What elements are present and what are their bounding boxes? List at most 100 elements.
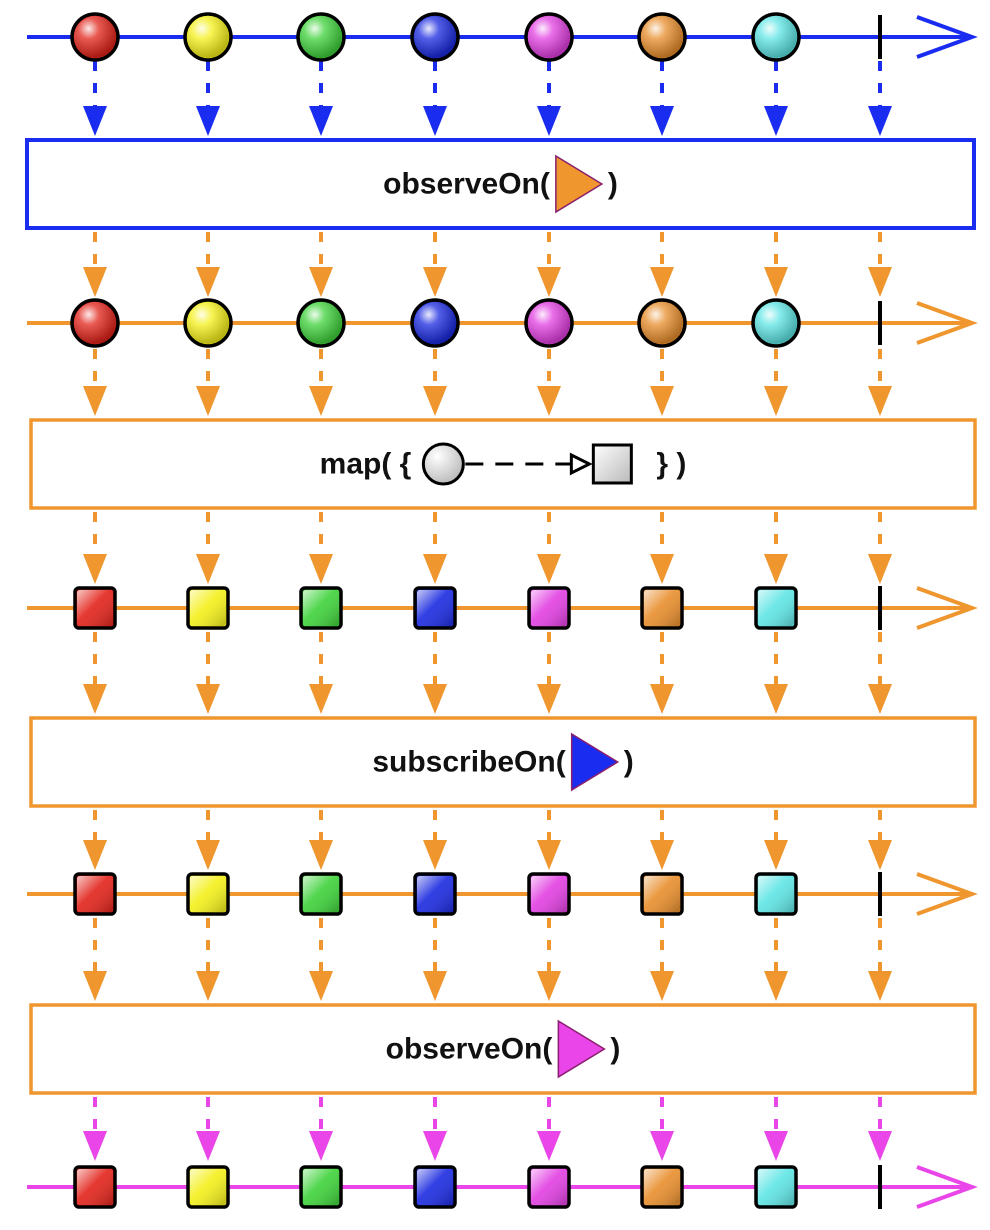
timeline-layer bbox=[27, 12, 978, 1209]
connector-arrow bbox=[423, 1097, 447, 1161]
connector-arrow bbox=[423, 632, 447, 714]
connector-arrow bbox=[423, 61, 447, 136]
connector-arrow bbox=[764, 1097, 788, 1161]
connector-arrow bbox=[764, 632, 788, 714]
connector-arrow bbox=[650, 512, 674, 584]
connector-arrow bbox=[764, 349, 788, 416]
timeline-after-subscribeOn bbox=[27, 872, 978, 916]
square-cyan bbox=[754, 872, 798, 916]
marble-red bbox=[70, 12, 120, 62]
marble-cyan bbox=[751, 12, 801, 62]
connector-arrow bbox=[650, 1097, 674, 1161]
connector-arrow bbox=[868, 632, 892, 714]
operator-box-observeOn-1: observeOn() bbox=[25, 138, 976, 230]
connector-arrow bbox=[537, 632, 561, 714]
connector-arrow bbox=[196, 918, 220, 1001]
square-cyan bbox=[754, 586, 798, 630]
connector-arrow bbox=[83, 232, 107, 297]
marble-green bbox=[296, 298, 346, 348]
timeline-source bbox=[27, 12, 978, 62]
square-magenta bbox=[527, 872, 571, 916]
operator-box-observeOn-2: observeOn() bbox=[29, 1003, 977, 1095]
connector-arrow bbox=[537, 810, 561, 870]
connector-arrow bbox=[650, 232, 674, 297]
connector-arrow bbox=[868, 61, 892, 136]
operator-close: ) bbox=[608, 168, 618, 201]
connector-arrow bbox=[309, 632, 333, 714]
marble-red bbox=[70, 298, 120, 348]
connector-arrow bbox=[196, 232, 220, 297]
operator-name: observeOn( bbox=[386, 1033, 553, 1066]
square-orange bbox=[640, 872, 684, 916]
connector-arrow bbox=[868, 349, 892, 416]
connector-arrow bbox=[83, 349, 107, 416]
square-magenta bbox=[527, 1165, 571, 1209]
connector-arrow bbox=[764, 918, 788, 1001]
connector-arrow bbox=[423, 349, 447, 416]
operator-box-subscribeOn: subscribeOn() bbox=[29, 716, 977, 808]
connector-arrow bbox=[650, 918, 674, 1001]
timeline-arrowhead bbox=[916, 586, 978, 630]
connector-arrow bbox=[309, 512, 333, 584]
connector-arrow bbox=[764, 512, 788, 584]
connector-arrow bbox=[83, 512, 107, 584]
marble-yellow bbox=[183, 12, 233, 62]
connector-arrow bbox=[423, 232, 447, 297]
timeline-arrowhead bbox=[916, 301, 978, 345]
connector-arrow bbox=[650, 349, 674, 416]
connector-arrow bbox=[196, 349, 220, 416]
square-magenta bbox=[527, 586, 571, 630]
connector-arrow bbox=[868, 1097, 892, 1161]
square-cyan bbox=[754, 1165, 798, 1209]
square-green bbox=[299, 1165, 343, 1209]
connector-arrow bbox=[764, 810, 788, 870]
timeline-arrowhead bbox=[916, 15, 978, 59]
connector-arrow bbox=[309, 918, 333, 1001]
scheduler-triangle-icon bbox=[557, 1019, 606, 1079]
timeline-after-observeOn bbox=[27, 298, 978, 348]
connector-arrow bbox=[83, 918, 107, 1001]
timeline-arrowhead bbox=[916, 872, 978, 916]
connector-arrow bbox=[309, 61, 333, 136]
operator-close: } ) bbox=[656, 448, 686, 481]
connector-layer bbox=[83, 61, 892, 1161]
connector-arrow bbox=[537, 349, 561, 416]
connector-arrow bbox=[868, 810, 892, 870]
square-yellow bbox=[186, 872, 230, 916]
square-blue bbox=[413, 1165, 457, 1209]
square-red bbox=[73, 1165, 117, 1209]
connector-arrow bbox=[309, 232, 333, 297]
connector-arrow bbox=[309, 1097, 333, 1161]
connector-arrow bbox=[868, 918, 892, 1001]
square-blue bbox=[413, 872, 457, 916]
scheduler-triangle-icon bbox=[570, 732, 620, 792]
marble-orange bbox=[637, 298, 687, 348]
square-red bbox=[73, 586, 117, 630]
operator-layer: observeOn() map( {} ) subscribeOn() observe… bbox=[25, 138, 977, 1095]
connector-arrow bbox=[309, 349, 333, 416]
timeline-after-observeOn-2 bbox=[27, 1165, 978, 1209]
connector-arrow bbox=[650, 810, 674, 870]
connector-arrow bbox=[537, 512, 561, 584]
timeline-after-map bbox=[27, 586, 978, 630]
connector-arrow bbox=[537, 232, 561, 297]
marble-yellow bbox=[183, 298, 233, 348]
marble-cyan bbox=[751, 298, 801, 348]
connector-arrow bbox=[764, 232, 788, 297]
marble-green bbox=[296, 12, 346, 62]
marble-blue bbox=[410, 12, 460, 62]
connector-arrow bbox=[83, 1097, 107, 1161]
operator-close: ) bbox=[624, 746, 634, 779]
connector-arrow bbox=[537, 918, 561, 1001]
marble-blue bbox=[410, 298, 460, 348]
square-red bbox=[73, 872, 117, 916]
connector-arrow bbox=[537, 1097, 561, 1161]
connector-arrow bbox=[423, 810, 447, 870]
square-orange bbox=[640, 1165, 684, 1209]
timeline-arrowhead bbox=[916, 1165, 978, 1209]
connector-arrow bbox=[868, 232, 892, 297]
operator-box-map: map( {} ) bbox=[29, 418, 977, 510]
square-yellow bbox=[186, 586, 230, 630]
connector-arrow bbox=[83, 632, 107, 714]
